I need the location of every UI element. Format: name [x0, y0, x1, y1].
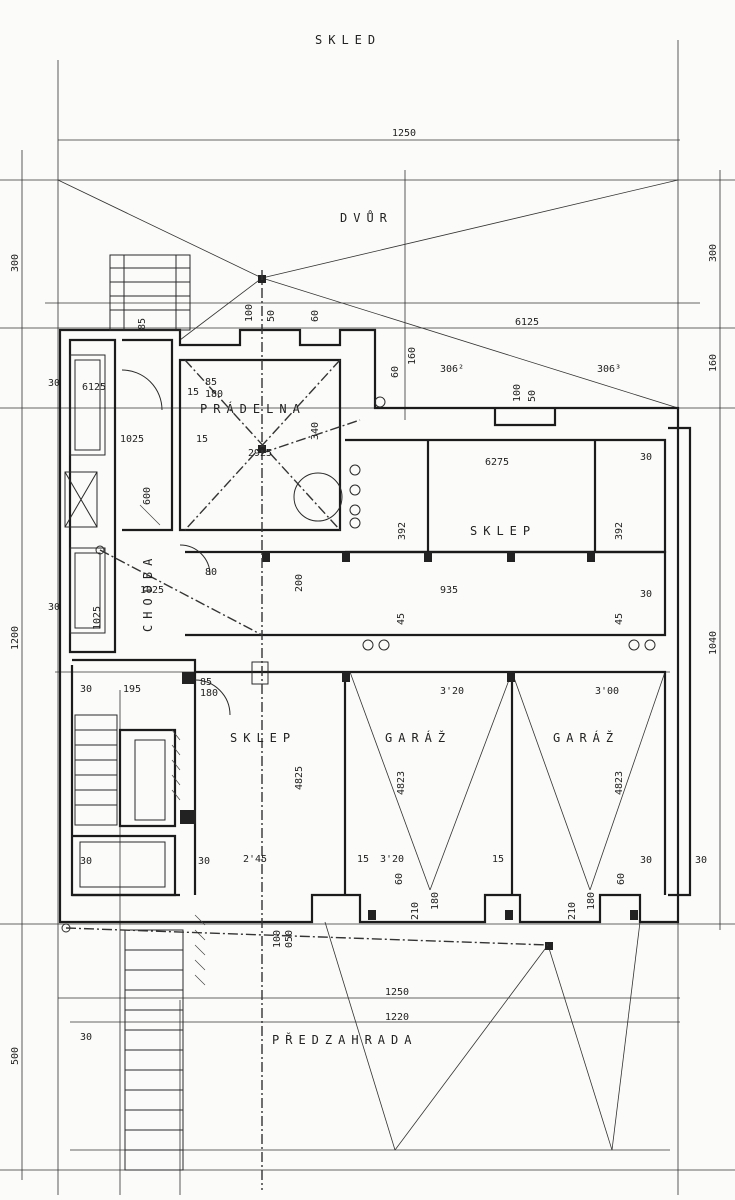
dimension-label: 50 [266, 310, 277, 322]
hatching [139, 504, 206, 986]
fixtures [61, 354, 656, 933]
label-cellar-left: SKLEP [230, 731, 296, 745]
dimension-label: 85 [137, 318, 148, 330]
dimension-label: 600 [142, 487, 153, 505]
dimension-label: 30 [640, 855, 652, 866]
dimension-label: 180 [586, 892, 597, 910]
dimension-label: 180 [430, 892, 441, 910]
dimension-label: 45 [614, 613, 625, 625]
axis-lines [65, 270, 549, 1190]
dimension-label: 6125 [82, 382, 106, 393]
dimension-label: 210 [410, 902, 421, 920]
dimension-label: 3'00 [595, 686, 619, 697]
dimension-label: 80 [205, 567, 217, 578]
dimension-label: 45 [396, 613, 407, 625]
dimension-label: 15 [187, 387, 199, 398]
dimension-label: 3'20 [380, 854, 404, 865]
room-labels: SKLED DVŮR PRÁDELNA SKLEP SKLEP GARÁŽ GA… [141, 33, 619, 1047]
dimension-label: 30 [80, 684, 92, 695]
dimension-label: 30 [695, 855, 707, 866]
dimension-label: 500 [10, 1047, 21, 1065]
dimension-label: 15 [492, 854, 504, 865]
dim-texts: 1250 6125 306² 306³ 2925 6275 1025 1025 … [48, 128, 707, 1043]
dimension-label: 50 [527, 390, 538, 402]
dimension-label: 30 [80, 856, 92, 867]
dimension-label: 1025 [92, 606, 103, 630]
dimension-label: 6125 [515, 317, 539, 328]
dimension-label: 1025 [120, 434, 144, 445]
dimension-label: 3'20 [440, 686, 464, 697]
columns [180, 275, 638, 950]
dimension-label: 1040 [708, 631, 719, 655]
dimension-label: 30 [640, 589, 652, 600]
stair-top [109, 254, 191, 331]
dimension-label: 15 [357, 854, 369, 865]
label-yard: DVŮR [340, 210, 393, 225]
dimension-label: 100 [244, 304, 255, 322]
dimension-label: 200 [294, 574, 305, 592]
dimension-label: 15 [196, 434, 208, 445]
dimension-label: 1250 [392, 128, 416, 139]
dimension-label: 210 [567, 902, 578, 920]
dimension-label: 1220 [385, 1012, 409, 1023]
dimension-label: 1025 [140, 585, 164, 596]
dimension-label: 30 [80, 1032, 92, 1043]
dimension-label: 4825 [294, 766, 305, 790]
label-garage-2: GARÁŽ [553, 730, 619, 745]
dimension-label: 100 [512, 384, 523, 402]
label-front-garden: PŘEDZAHRADA [272, 1032, 417, 1047]
dimension-label: 306³ [597, 364, 621, 375]
stair-bottom [124, 929, 184, 1171]
dimension-label: 050 [284, 930, 295, 948]
dimension-label: 85 [205, 377, 217, 388]
dimension-label: 180 [200, 688, 218, 699]
diagonal-lines [57, 179, 679, 1151]
dimension-label: 30 [640, 452, 652, 463]
dimension-label: 1250 [385, 987, 409, 998]
dimension-label: 195 [123, 684, 141, 695]
title-top: SKLED [315, 33, 381, 47]
stair-interior [74, 714, 118, 826]
dimension-label: 30 [198, 856, 210, 867]
dimension-label: 100 [272, 930, 283, 948]
dimension-label: 60 [310, 310, 321, 322]
dimension-label: 392 [614, 522, 625, 540]
dimension-label: 935 [440, 585, 458, 596]
dimension-label: 4823 [396, 771, 407, 795]
dimension-label: 392 [397, 522, 408, 540]
vdim-texts: 300 300 160 1200 1040 500 160 392 392 20… [10, 244, 719, 1065]
dimension-label: 300 [10, 254, 21, 272]
dimension-label: 160 [708, 354, 719, 372]
dimension-label: 2925 [248, 448, 272, 459]
dimension-label: 60 [616, 873, 627, 885]
label-laundry: PRÁDELNA [200, 401, 306, 416]
dimension-label: 340 [310, 422, 321, 440]
label-cellar-right: SKLEP [470, 524, 536, 538]
dimension-label: 180 [205, 389, 223, 400]
dimension-label: 6275 [485, 457, 509, 468]
dimension-label: 30 [48, 602, 60, 613]
dimension-label: 4823 [614, 771, 625, 795]
dimension-label: 30 [48, 378, 60, 389]
label-corridor: CHODBA [141, 553, 155, 632]
dimension-label: 2'45 [243, 854, 267, 865]
dimension-label: 160 [407, 347, 418, 365]
label-garage-1: GARÁŽ [385, 730, 451, 745]
dimension-label: 60 [390, 366, 401, 378]
dimension-label: 85 [200, 677, 212, 688]
dimension-label: 306² [440, 364, 464, 375]
dimension-label: 1200 [10, 626, 21, 650]
dimension-label: 300 [708, 244, 719, 262]
dimension-label: 60 [394, 873, 405, 885]
